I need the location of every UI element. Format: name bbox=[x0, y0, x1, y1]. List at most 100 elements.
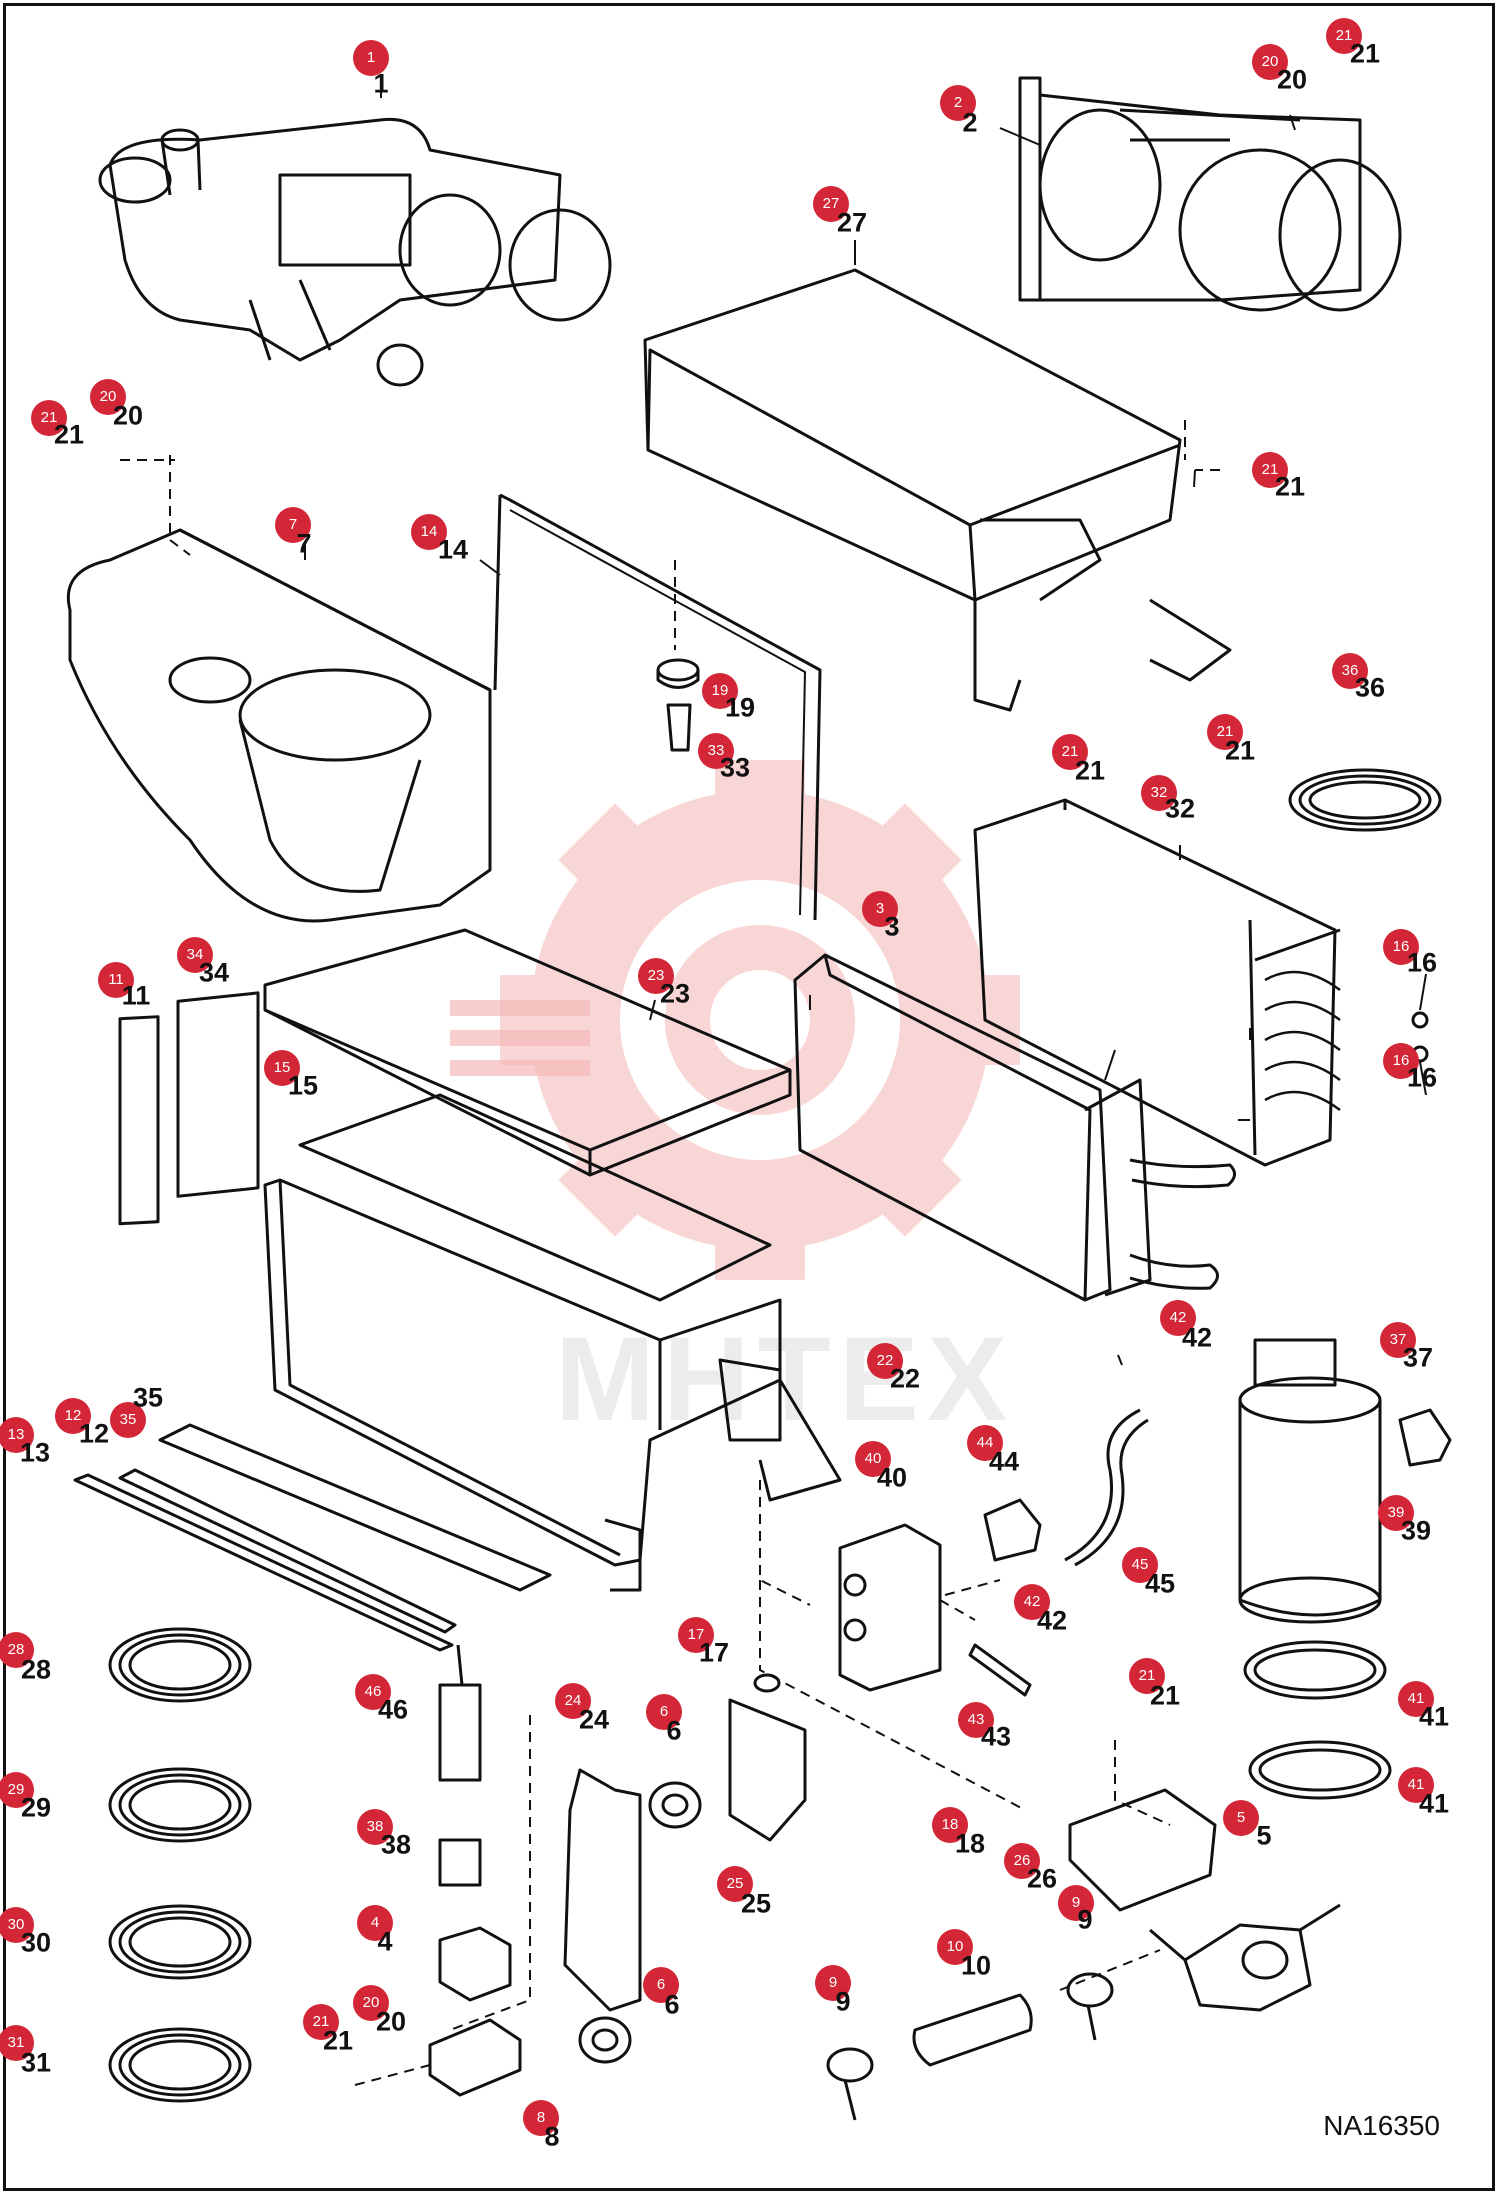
callout-badge-39[interactable]: 39 bbox=[1378, 1495, 1414, 1531]
callout-badge-18[interactable]: 18 bbox=[932, 1807, 968, 1843]
lower-housing-box bbox=[263, 1178, 842, 1592]
callout-badge-40[interactable]: 40 bbox=[855, 1441, 891, 1477]
callout-number-20: 20 bbox=[375, 2006, 407, 2037]
callout-badge-26[interactable]: 26 bbox=[1004, 1843, 1040, 1879]
callout-number-31: 31 bbox=[20, 2047, 52, 2078]
callout-badge-43[interactable]: 43 bbox=[958, 1702, 994, 1738]
hose-coil-31 bbox=[108, 2027, 252, 2103]
callout-badge-22[interactable]: 22 bbox=[867, 1343, 903, 1379]
callout-badge-32[interactable]: 32 bbox=[1141, 775, 1177, 811]
expansion-valve-40 bbox=[838, 1523, 942, 1692]
callout-badge-16[interactable]: 16 bbox=[1383, 1043, 1419, 1079]
plate-24 bbox=[563, 1768, 642, 2012]
callout-number-21: 21 bbox=[1349, 38, 1381, 69]
callout-badge-17[interactable]: 17 bbox=[678, 1617, 714, 1653]
callout-badge-2[interactable]: 2 bbox=[940, 85, 976, 121]
callout-badge-5[interactable]: 5 bbox=[1223, 1800, 1259, 1836]
callout-badge-20[interactable]: 20 bbox=[1252, 44, 1288, 80]
clamp-41a bbox=[1243, 1640, 1387, 1700]
callout-badge-35[interactable]: 35 bbox=[110, 1402, 146, 1438]
callout-badge-36[interactable]: 36 bbox=[1332, 653, 1368, 689]
callout-number-5: 5 bbox=[1256, 1820, 1272, 1851]
callout-badge-13[interactable]: 13 bbox=[0, 1417, 34, 1453]
callout-badge-3[interactable]: 3 bbox=[862, 891, 898, 927]
callout-badge-34[interactable]: 34 bbox=[177, 937, 213, 973]
callout-badge-20[interactable]: 20 bbox=[90, 379, 126, 415]
callout-badge-7[interactable]: 7 bbox=[275, 507, 311, 543]
callout-badge-19[interactable]: 19 bbox=[702, 673, 738, 709]
callout-badge-12[interactable]: 12 bbox=[55, 1398, 91, 1434]
callout-badge-31[interactable]: 31 bbox=[0, 2025, 34, 2061]
callout-badge-38[interactable]: 38 bbox=[357, 1809, 393, 1845]
callout-badge-21[interactable]: 21 bbox=[1326, 18, 1362, 54]
callout-badge-29[interactable]: 29 bbox=[0, 1772, 34, 1808]
callout-number-21: 21 bbox=[1274, 471, 1306, 502]
callout-badge-42[interactable]: 42 bbox=[1014, 1584, 1050, 1620]
callout-badge-1[interactable]: 1 bbox=[353, 40, 389, 76]
relay-socket-8 bbox=[428, 2018, 522, 2097]
callout-badge-24[interactable]: 24 bbox=[555, 1683, 591, 1719]
callout-badge-4[interactable]: 4 bbox=[357, 1905, 393, 1941]
callout-number-10: 10 bbox=[960, 1950, 992, 1981]
callout-badge-21[interactable]: 21 bbox=[1207, 714, 1243, 750]
callout-number-2: 2 bbox=[962, 107, 978, 138]
blower-assembly bbox=[1018, 76, 1402, 312]
callout-badge-28[interactable]: 28 bbox=[0, 1632, 34, 1668]
callout-badge-44[interactable]: 44 bbox=[967, 1425, 1003, 1461]
callout-badge-27[interactable]: 27 bbox=[813, 186, 849, 222]
hose-coil-36 bbox=[1288, 768, 1442, 832]
filter-34 bbox=[176, 991, 260, 1198]
filter-11 bbox=[118, 1015, 160, 1226]
callout-number-37: 37 bbox=[1402, 1342, 1434, 1373]
clamp-9a bbox=[826, 2047, 874, 2083]
callout-badge-8[interactable]: 8 bbox=[523, 2100, 559, 2136]
callout-badge-45[interactable]: 45 bbox=[1122, 1547, 1158, 1583]
callout-badge-25[interactable]: 25 bbox=[717, 1866, 753, 1902]
callout-number-44: 44 bbox=[988, 1446, 1020, 1477]
callout-badge-10[interactable]: 10 bbox=[937, 1929, 973, 1965]
callout-number-7: 7 bbox=[296, 528, 312, 559]
callout-badge-6[interactable]: 6 bbox=[643, 1967, 679, 2003]
callout-number-36: 36 bbox=[1354, 672, 1386, 703]
callout-number-4: 4 bbox=[377, 1926, 393, 1957]
watermark-gear-logo bbox=[500, 760, 1020, 1280]
callout-badge-23[interactable]: 23 bbox=[638, 958, 674, 994]
callout-number-18: 18 bbox=[954, 1828, 986, 1859]
panel-15 bbox=[298, 1093, 772, 1302]
callout-badge-42[interactable]: 42 bbox=[1160, 1300, 1196, 1336]
callout-badge-33[interactable]: 33 bbox=[698, 733, 734, 769]
callout-badge-6[interactable]: 6 bbox=[646, 1694, 682, 1730]
callout-badge-14[interactable]: 14 bbox=[411, 514, 447, 550]
clamp-9b bbox=[1066, 1972, 1114, 2008]
callout-number-13: 13 bbox=[19, 1437, 51, 1468]
callout-badge-21[interactable]: 21 bbox=[303, 2004, 339, 2040]
callout-badge-16[interactable]: 16 bbox=[1383, 929, 1419, 965]
callout-badge-46[interactable]: 46 bbox=[355, 1674, 391, 1710]
callout-number-21: 21 bbox=[1224, 735, 1256, 766]
callout-number-21: 21 bbox=[1149, 1680, 1181, 1711]
callout-badge-41[interactable]: 41 bbox=[1398, 1767, 1434, 1803]
callout-badge-21[interactable]: 21 bbox=[1052, 734, 1088, 770]
callout-badge-30[interactable]: 30 bbox=[0, 1907, 34, 1943]
callout-badge-9[interactable]: 9 bbox=[815, 1965, 851, 2001]
grommet-6b bbox=[578, 2016, 632, 2064]
callout-number-38: 38 bbox=[380, 1829, 412, 1860]
callout-number-34: 34 bbox=[198, 957, 230, 988]
callout-number-43: 43 bbox=[980, 1721, 1012, 1752]
callout-number-42: 42 bbox=[1036, 1605, 1068, 1636]
upper-housing-box bbox=[643, 268, 1232, 712]
outer-cover bbox=[66, 528, 492, 923]
callout-badge-9[interactable]: 9 bbox=[1058, 1885, 1094, 1921]
callout-badge-21[interactable]: 21 bbox=[1129, 1658, 1165, 1694]
callout-badge-21[interactable]: 21 bbox=[1252, 452, 1288, 488]
callout-badge-21[interactable]: 21 bbox=[31, 400, 67, 436]
callout-badge-15[interactable]: 15 bbox=[264, 1050, 300, 1086]
callout-number-25: 25 bbox=[740, 1888, 772, 1919]
callout-badge-41[interactable]: 41 bbox=[1398, 1681, 1434, 1717]
callout-badge-37[interactable]: 37 bbox=[1380, 1322, 1416, 1358]
bushing bbox=[666, 703, 692, 752]
callout-badge-11[interactable]: 11 bbox=[98, 962, 134, 998]
callout-number-30: 30 bbox=[20, 1927, 52, 1958]
callout-badge-20[interactable]: 20 bbox=[353, 1985, 389, 2021]
